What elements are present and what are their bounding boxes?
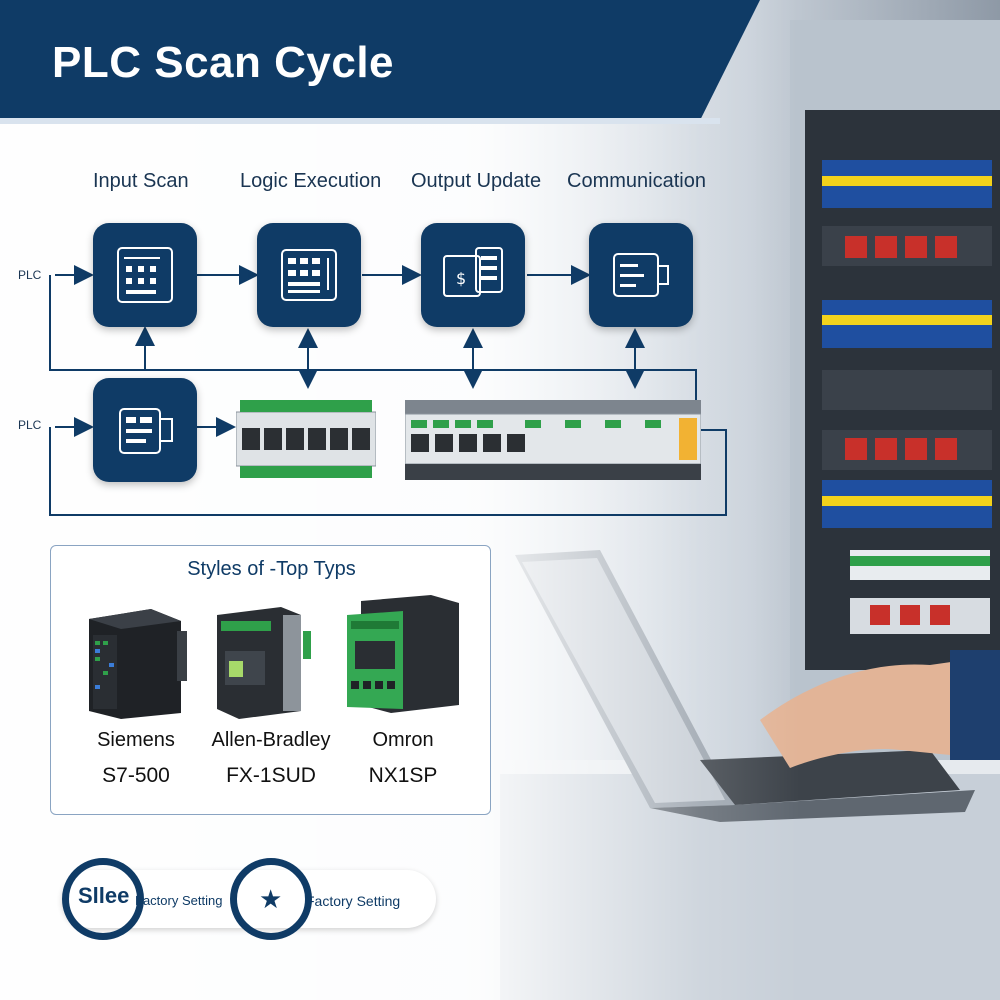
communication-icon — [613, 253, 669, 297]
banner-stripe — [0, 118, 720, 124]
input-scan-icon — [117, 247, 173, 303]
plc-device-icon — [119, 408, 173, 454]
panel-title: Styles of -Top Typs — [187, 558, 356, 580]
allen-bradley-plc-image[interactable] — [211, 601, 311, 721]
plc-model-allen-bradley: FX-1SUD — [226, 764, 316, 787]
plc-brand-allen-bradley: Allen-Bradley — [211, 729, 331, 751]
plc-brand-siemens: Siemens — [97, 729, 175, 751]
io-module-rack — [236, 400, 376, 478]
output-update-icon: $ — [443, 247, 503, 297]
footer-main-label: Sllee — [78, 883, 130, 908]
plc-model-siemens: S7-500 — [102, 764, 170, 787]
tile-plc-device[interactable] — [93, 378, 197, 482]
svg-text:$: $ — [456, 269, 466, 288]
left-ring-icon — [62, 858, 144, 940]
plc-types-panel: Styles of -Top Typs Siemens S7-500 Allen… — [50, 545, 491, 815]
tile-output-update[interactable]: $ — [421, 223, 525, 327]
page-title: PLC Scan Cycle — [52, 38, 395, 87]
tile-logic-execution[interactable] — [257, 223, 361, 327]
title-banner — [0, 0, 760, 122]
step-label-logic-execution: Logic Execution — [240, 170, 382, 192]
logic-execution-icon — [281, 249, 337, 301]
wire-label-bottom: PLC — [18, 418, 42, 432]
wire-label-top: PLC — [18, 268, 42, 282]
footer-sub-label-1: Factory Setting — [135, 893, 223, 908]
footer-sub-label-2: Factory Setting — [306, 893, 401, 909]
siemens-plc-image[interactable] — [81, 601, 191, 721]
plc-brand-omron: Omron — [372, 729, 434, 751]
step-label-input-scan: Input Scan — [93, 170, 189, 192]
plc-model-omron: NX1SP — [368, 764, 438, 787]
step-label-communication: Communication — [567, 170, 706, 192]
controller-rack — [405, 400, 701, 480]
omron-plc-image[interactable] — [341, 591, 466, 721]
step-label-output-update: Output Update — [411, 170, 542, 192]
tile-communication[interactable] — [589, 223, 693, 327]
star-icon: ★ — [259, 884, 283, 914]
center-ring-icon — [230, 858, 312, 940]
tile-input-scan[interactable] — [93, 223, 197, 327]
